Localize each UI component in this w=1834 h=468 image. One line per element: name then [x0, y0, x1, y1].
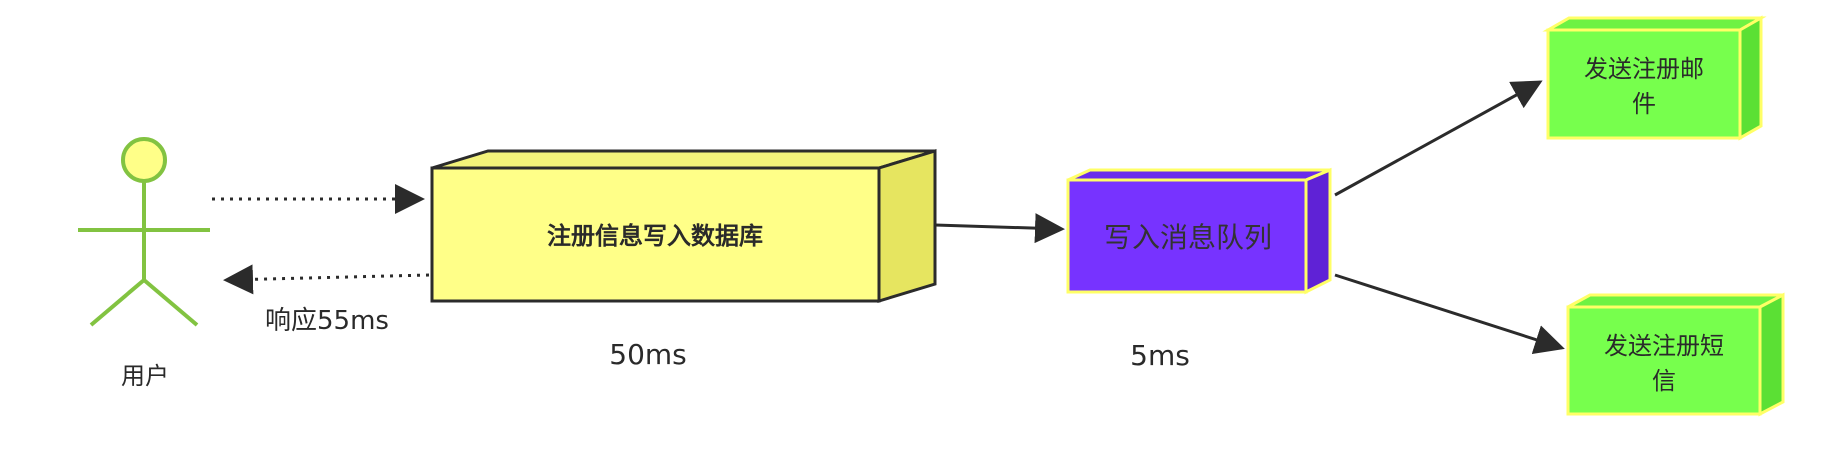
email-box-side — [1738, 15, 1763, 141]
db-box-front — [430, 166, 881, 303]
db-box-label: 注册信息写入数据库 — [547, 222, 763, 250]
actor-right-leg — [142, 278, 199, 327]
user-actor — [78, 137, 210, 327]
db-box-top — [431, 149, 936, 170]
sms-box-line2: 信 — [1652, 367, 1676, 395]
queue-box-label: 写入消息队列 — [1104, 221, 1272, 254]
queue-box-side — [1304, 167, 1332, 295]
db-to-queue-arrow — [934, 213, 1065, 244]
response-arrow — [223, 264, 430, 295]
response-time-label: 响应55ms — [265, 306, 389, 336]
sms-box-line1: 发送注册短 — [1604, 332, 1724, 360]
actor-label: 用户 — [121, 362, 169, 390]
queue-box-front — [1066, 178, 1308, 294]
actor-left-leg — [89, 278, 146, 327]
email-box-top — [1542, 16, 1767, 32]
db-write-box — [430, 148, 937, 304]
db-time-label: 50ms — [609, 338, 687, 371]
queue-time-label: 5ms — [1130, 339, 1190, 372]
sms-box-top — [1567, 293, 1784, 309]
queue-to-email-arrow — [1334, 80, 1543, 197]
actor-head — [121, 137, 167, 183]
email-box-line1: 发送注册邮 — [1584, 55, 1704, 83]
email-box — [1542, 15, 1767, 141]
email-box-front — [1546, 28, 1742, 140]
sms-box-front — [1566, 305, 1762, 416]
db-box-side — [877, 148, 937, 304]
sms-box-side — [1758, 292, 1785, 417]
queue-to-sms-arrow — [1334, 273, 1565, 355]
email-box-line2: 件 — [1632, 90, 1656, 118]
queue-box — [1066, 167, 1332, 295]
sms-box — [1566, 292, 1785, 417]
